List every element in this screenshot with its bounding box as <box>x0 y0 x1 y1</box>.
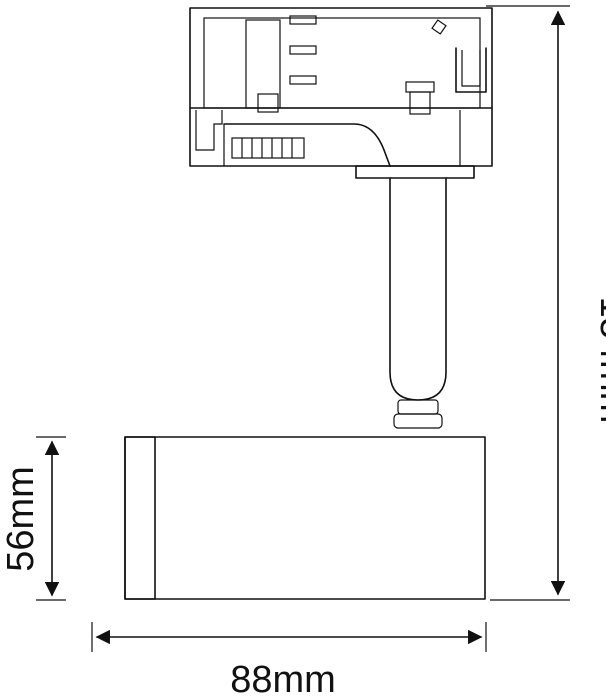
grip-ridges <box>231 137 305 159</box>
stem-collar <box>397 399 439 415</box>
stem-tube <box>389 177 447 401</box>
screw-body <box>409 91 431 115</box>
rocker-arm <box>223 123 391 167</box>
adapter-inner-frame <box>203 17 481 109</box>
lens-bezel <box>124 436 156 600</box>
adapter-flange <box>355 165 475 179</box>
contact-pin-1 <box>289 15 317 25</box>
screw-head <box>405 81 435 93</box>
track-adapter <box>189 7 493 179</box>
contact-pin-3 <box>289 75 317 85</box>
lever-slot <box>195 110 223 151</box>
head-height-label: 56mm <box>0 466 42 572</box>
stem-knuckle <box>393 413 443 429</box>
lamp-head <box>124 436 486 600</box>
height-label: 154mm <box>592 297 606 424</box>
terminal-screw-left <box>257 93 279 113</box>
diamond-marker <box>431 19 447 35</box>
contact-block <box>245 19 281 109</box>
height-dimension: 154mm <box>486 5 606 601</box>
width-dimension: 88mm <box>91 622 487 696</box>
width-label: 88mm <box>230 659 336 696</box>
adapter-housing <box>189 7 493 167</box>
head-height-dimension: 56mm <box>0 436 66 601</box>
stem <box>389 177 447 429</box>
locking-clip <box>455 47 487 93</box>
contact-pin-2 <box>289 45 317 55</box>
lamp-body <box>124 436 486 600</box>
locking-clip-inner <box>461 50 481 87</box>
